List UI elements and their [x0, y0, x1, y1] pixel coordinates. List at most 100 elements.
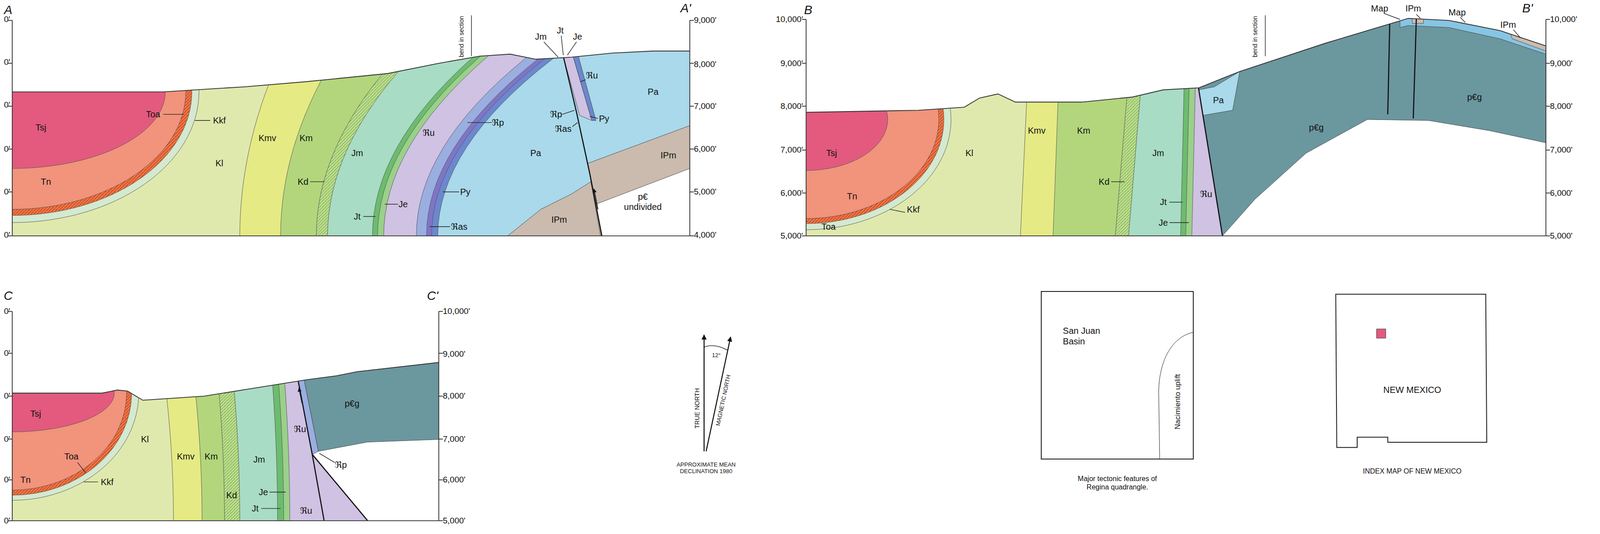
map-caption: Major tectonic features of Regina quadra… [1071, 474, 1164, 491]
unit-label: Jm [1152, 148, 1165, 159]
land-surface [805, 18, 1546, 113]
unit-label: p€g [1466, 91, 1482, 102]
leader-line [310, 181, 325, 182]
axis-tick [1545, 18, 1550, 20]
axis-tick [438, 478, 443, 480]
region-name: San Juan Basin [1062, 325, 1107, 347]
unit-label: p€ undivided [619, 191, 666, 212]
unit-label: Py [598, 113, 609, 124]
elevation-label: 0' [3, 474, 11, 485]
state-border [1335, 293, 1487, 447]
elevation-label: 0' [3, 14, 11, 25]
unit-label: Km [1076, 125, 1091, 136]
leader-line [363, 215, 376, 217]
unit-label: p€g [344, 397, 360, 409]
leader-line [442, 191, 460, 193]
unit-label: Py [460, 186, 471, 197]
axis-tick [1545, 235, 1550, 237]
unit-label: Toa [145, 109, 160, 120]
unit-label: Jt [353, 211, 361, 222]
state-outline: NEW MEXICOINDEX MAP OF NEW MEXICO [1334, 293, 1490, 450]
unit-area [297, 379, 319, 454]
unit-label: Kl [215, 158, 224, 169]
unit-label: ℜas [450, 221, 468, 232]
axis-tick [689, 191, 694, 193]
unit-label: Tsj [826, 148, 837, 159]
elevation-label: 5,000' [694, 186, 717, 197]
elevation-label: 9,000' [442, 349, 466, 360]
unit-label: Map [1448, 7, 1466, 18]
unit-label: Kmv [258, 132, 277, 143]
elevation-axis [689, 20, 691, 236]
elevation-label: 0' [3, 186, 11, 197]
axis-tick [689, 105, 694, 107]
elevation-axis [11, 20, 13, 236]
unit-label: ℜp [549, 109, 562, 120]
unit-label: Km [299, 132, 313, 143]
section-letter: C [3, 288, 13, 303]
unit-label: Je [1158, 217, 1168, 228]
elevation-label: 9,000' [1550, 58, 1573, 69]
section-letter: A' [680, 0, 691, 15]
fault-arrow [593, 188, 598, 209]
unit-label: Je [258, 486, 268, 498]
elevation-label: 9,000' [694, 15, 717, 26]
leader-line [889, 209, 906, 213]
unit-label: Je [572, 31, 583, 42]
leader-line [261, 507, 281, 509]
leader-line [1111, 181, 1125, 182]
axis-tick [689, 235, 694, 237]
elevation-label: 8,000' [1550, 101, 1573, 112]
unit-label: Jt [1159, 196, 1167, 208]
unit-label: Toa [821, 221, 836, 232]
land-surface [12, 51, 691, 93]
leader-line [163, 114, 184, 115]
elevation-label: 9,000' [780, 58, 803, 69]
leader-line [580, 79, 587, 82]
leader-line [1265, 15, 1266, 57]
unit-area [556, 5, 715, 246]
unit-label: Map [1370, 3, 1389, 14]
unit-area [0, 0, 192, 216]
axis-tick [689, 148, 694, 150]
unit-label: Tn [846, 190, 858, 201]
elevation-label: 0' [3, 306, 11, 316]
elevation-label: 0' [3, 434, 11, 444]
unit-label: Kkf [212, 115, 226, 126]
leader-line [561, 35, 564, 56]
section-note: bend in section [1251, 15, 1259, 58]
leader-line [467, 122, 493, 123]
elevation-label: 10,000' [775, 14, 804, 25]
elevation-label: 0' [3, 515, 11, 526]
tectonic-map-box: San Juan BasinMajor tectonic features of… [1040, 290, 1194, 460]
leader-line [194, 120, 211, 121]
declination-arc [704, 345, 728, 350]
section-note: TRUE NORTH [693, 387, 701, 429]
section-base [805, 235, 1546, 237]
unit-area [587, 125, 715, 246]
elevation-label: 6,000' [694, 144, 717, 154]
elevation-label: 4,000' [694, 230, 717, 240]
unit-label: IPm [551, 214, 568, 225]
elevation-axis [805, 19, 807, 236]
axis-tick [1545, 105, 1550, 107]
leader-line [567, 41, 577, 56]
unit-label: ℜp [334, 459, 347, 470]
elevation-label: 0' [3, 390, 11, 401]
axis-tick [438, 310, 443, 312]
elevation-label: 0' [3, 348, 11, 358]
elevation-axis [1545, 19, 1547, 236]
unit-area [1399, 18, 1546, 55]
unit-label: Jm [351, 148, 364, 159]
unit-label: ℜp [491, 117, 504, 128]
elevation-label: 7,000' [1550, 144, 1573, 155]
leader-line [429, 226, 450, 227]
section-body [0, 0, 715, 257]
unit-label: ℜu [585, 70, 598, 81]
elevation-label: 0' [3, 100, 11, 111]
axis-tick [1545, 63, 1550, 64]
elevation-label: 7,000' [780, 144, 803, 155]
leader-line [1169, 201, 1183, 203]
